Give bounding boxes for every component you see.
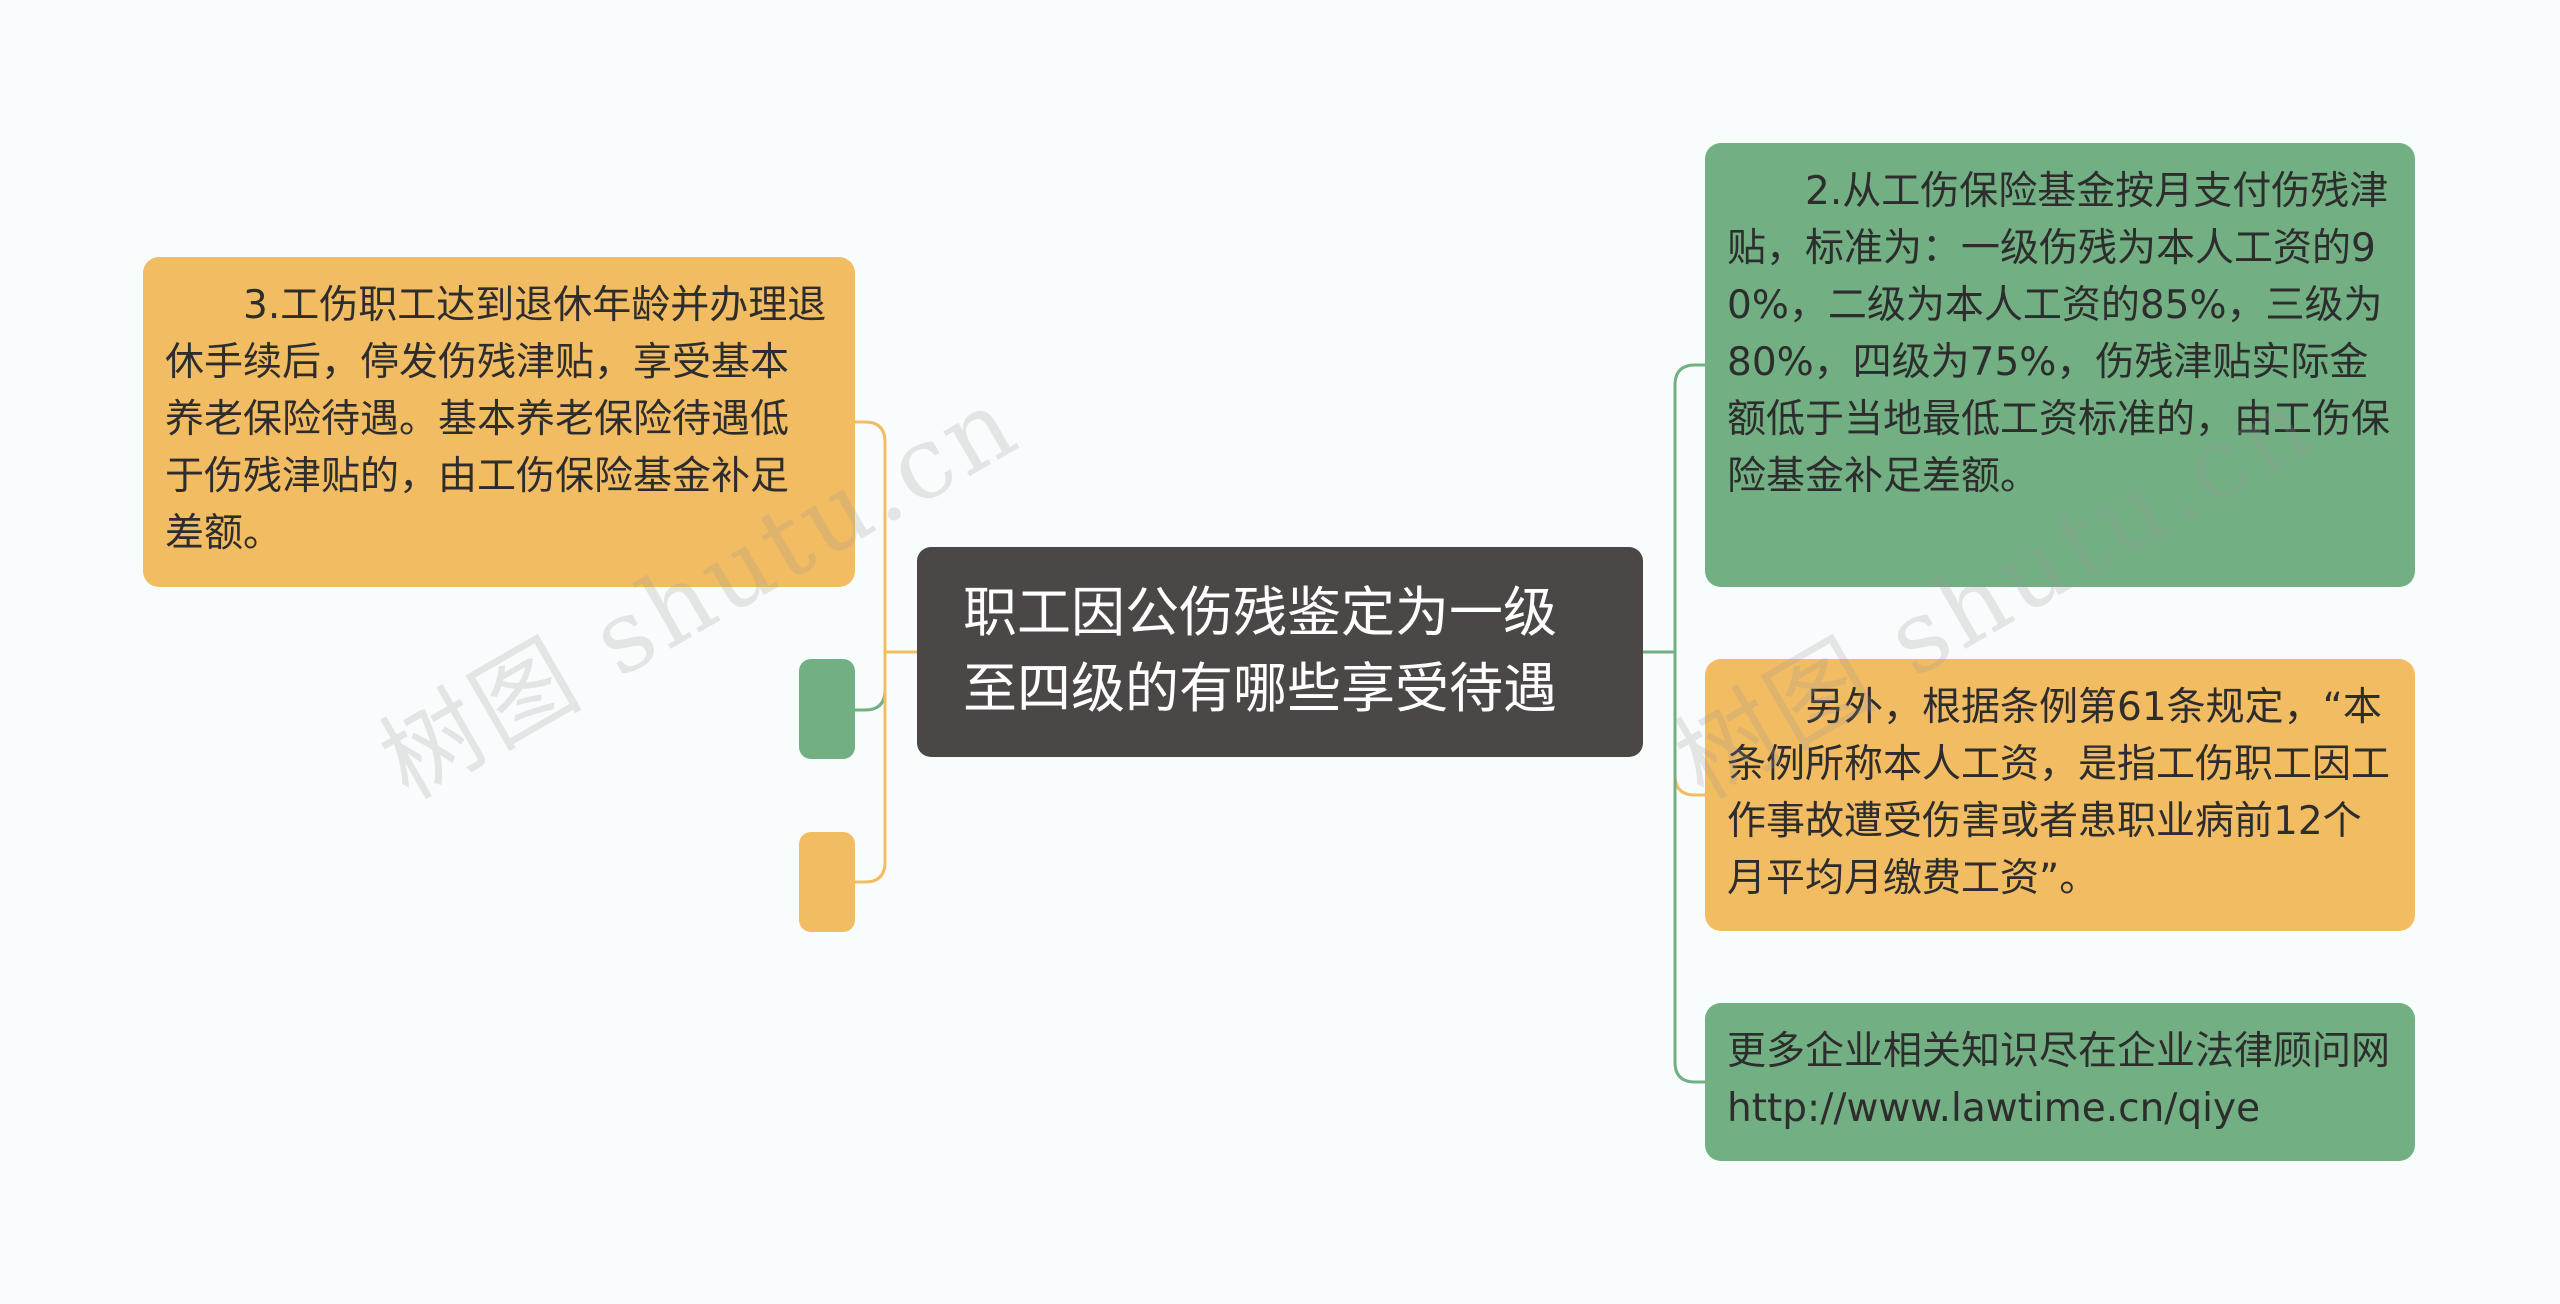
central-topic[interactable]: 职工因公伤残鉴定为一级至四级的有哪些享受待遇 (917, 547, 1643, 757)
topic-text: 另外，根据条例第61条规定，“本条例所称本人工资，是指工伤职工因工作事故遭受伤害… (1727, 685, 2391, 901)
connector-left-small2 (855, 652, 887, 884)
connector-left-main (855, 420, 887, 652)
topic-text: 3.工伤职工达到退休年龄并办理退休手续后，停发伤残津贴，享受基本养老保险待遇。基… (165, 283, 827, 556)
topic-node-disability-allowance[interactable]: 2.从工伤保险基金按月支付伤残津贴，标准为：一级伤残为本人工资的90%，二级为本… (1705, 143, 2415, 587)
central-topic-text: 职工因公伤残鉴定为一级至四级的有哪些享受待遇 (963, 581, 1557, 720)
collapsed-node-green[interactable] (799, 659, 855, 759)
connector-right-1 (1673, 363, 1705, 652)
topic-node-more-info[interactable]: 更多企业相关知识尽在企业法律顾问网http://www.lawtime.cn/q… (1705, 1003, 2415, 1161)
connector-right-2 (1673, 652, 1705, 797)
connector-left-small1 (855, 652, 887, 712)
topic-text: 2.从工伤保险基金按月支付伤残津贴，标准为：一级伤残为本人工资的90%，二级为本… (1727, 169, 2391, 499)
topic-node-regulation-61[interactable]: 另外，根据条例第61条规定，“本条例所称本人工资，是指工伤职工因工作事故遭受伤害… (1705, 659, 2415, 931)
collapsed-node-yellow[interactable] (799, 832, 855, 932)
topic-text: 更多企业相关知识尽在企业法律顾问网http://www.lawtime.cn/q… (1727, 1029, 2391, 1131)
connector-right-3 (1673, 652, 1705, 1084)
topic-node-retirement[interactable]: 3.工伤职工达到退休年龄并办理退休手续后，停发伤残津贴，享受基本养老保险待遇。基… (143, 257, 855, 587)
